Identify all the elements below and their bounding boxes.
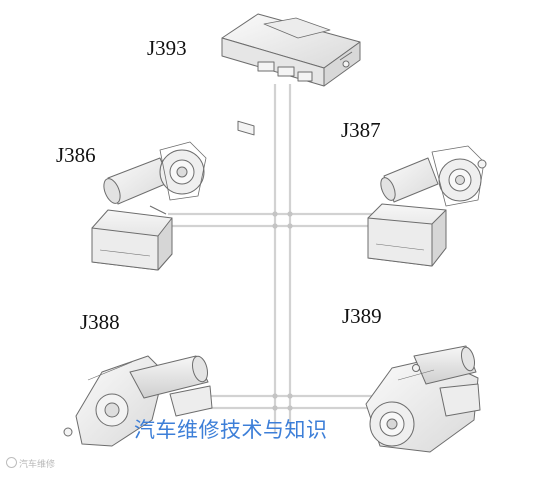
window-motor-j386-graphic [91,141,207,271]
window-motor-j389-graphic [365,345,481,453]
window-motor-j387-graphic [367,145,487,267]
label-j389: J389 [342,304,382,328]
label-j393: J393 [147,36,187,60]
brand-text: 汽车维修 [19,460,56,470]
watermark-text: 汽车维修技术与知识 [134,418,328,442]
window-motor-j388-graphic [63,355,213,447]
brand-logo-icon [6,457,17,468]
brand-watermark: 汽车维修 [6,457,55,470]
central-control-unit-graphic [221,13,361,136]
label-j386: J386 [56,143,96,167]
label-j388: J388 [80,310,120,334]
wire-junctions [272,211,293,411]
label-j387: J387 [341,118,381,142]
